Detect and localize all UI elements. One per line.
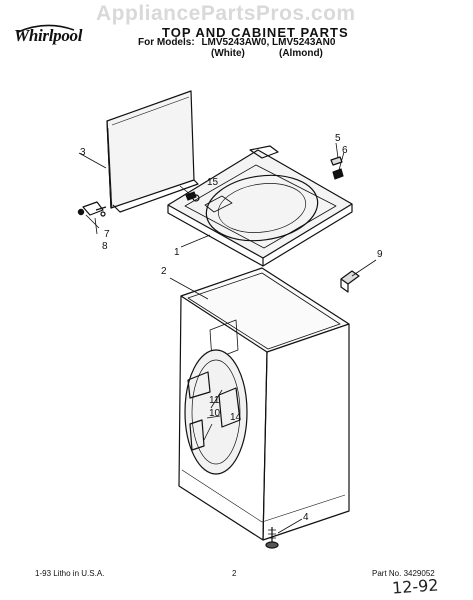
model-number-white: LMV5243AW0, <box>201 37 270 48</box>
callout-6: 6 <box>342 145 348 156</box>
footer-page-number: 2 <box>232 569 237 578</box>
bracket-part-9 <box>340 270 360 293</box>
callout-10: 10 <box>209 408 221 419</box>
callout-8: 8 <box>102 241 108 252</box>
footer-part-number: Part No. 3429052 <box>372 569 435 578</box>
color-almond: (Almond) <box>279 48 323 59</box>
callout-5: 5 <box>335 133 341 144</box>
whirlpool-swoosh-icon <box>17 24 75 33</box>
callout-15: 15 <box>207 177 219 188</box>
cabinet-part <box>178 267 350 541</box>
lid-part <box>106 90 199 213</box>
callout-1: 1 <box>174 247 180 258</box>
models-label: For Models: <box>138 37 195 48</box>
handwritten-note: 12-92 <box>391 575 440 598</box>
top-frame-part <box>167 145 353 267</box>
color-white: (White) <box>211 48 245 59</box>
callout-7: 7 <box>104 229 110 240</box>
callout-11: 11 <box>209 395 220 406</box>
footer-litho: 1-93 Litho in U.S.A. <box>35 569 105 578</box>
diagram-title: TOP AND CABINET PARTS <box>162 25 349 40</box>
callout-2: 2 <box>161 266 167 277</box>
callout-9: 9 <box>377 249 383 260</box>
callout-14: 14 <box>230 412 242 423</box>
hinge-screws <box>77 201 107 217</box>
clip-parts-5-6 <box>330 156 344 180</box>
leader-lines <box>78 142 377 534</box>
callout-4: 4 <box>303 512 309 523</box>
callout-3: 3 <box>80 147 86 158</box>
model-line: For Models: LMV5243AW0, LMV5243AN0 <box>138 37 335 48</box>
leveling-leg-part <box>265 527 279 549</box>
model-number-almond: LMV5243AN0 <box>272 37 336 48</box>
screw-15 <box>185 191 197 201</box>
watermark: AppliancePartsPros.com <box>96 2 356 25</box>
brand-logo: Whirlpool <box>14 26 83 45</box>
